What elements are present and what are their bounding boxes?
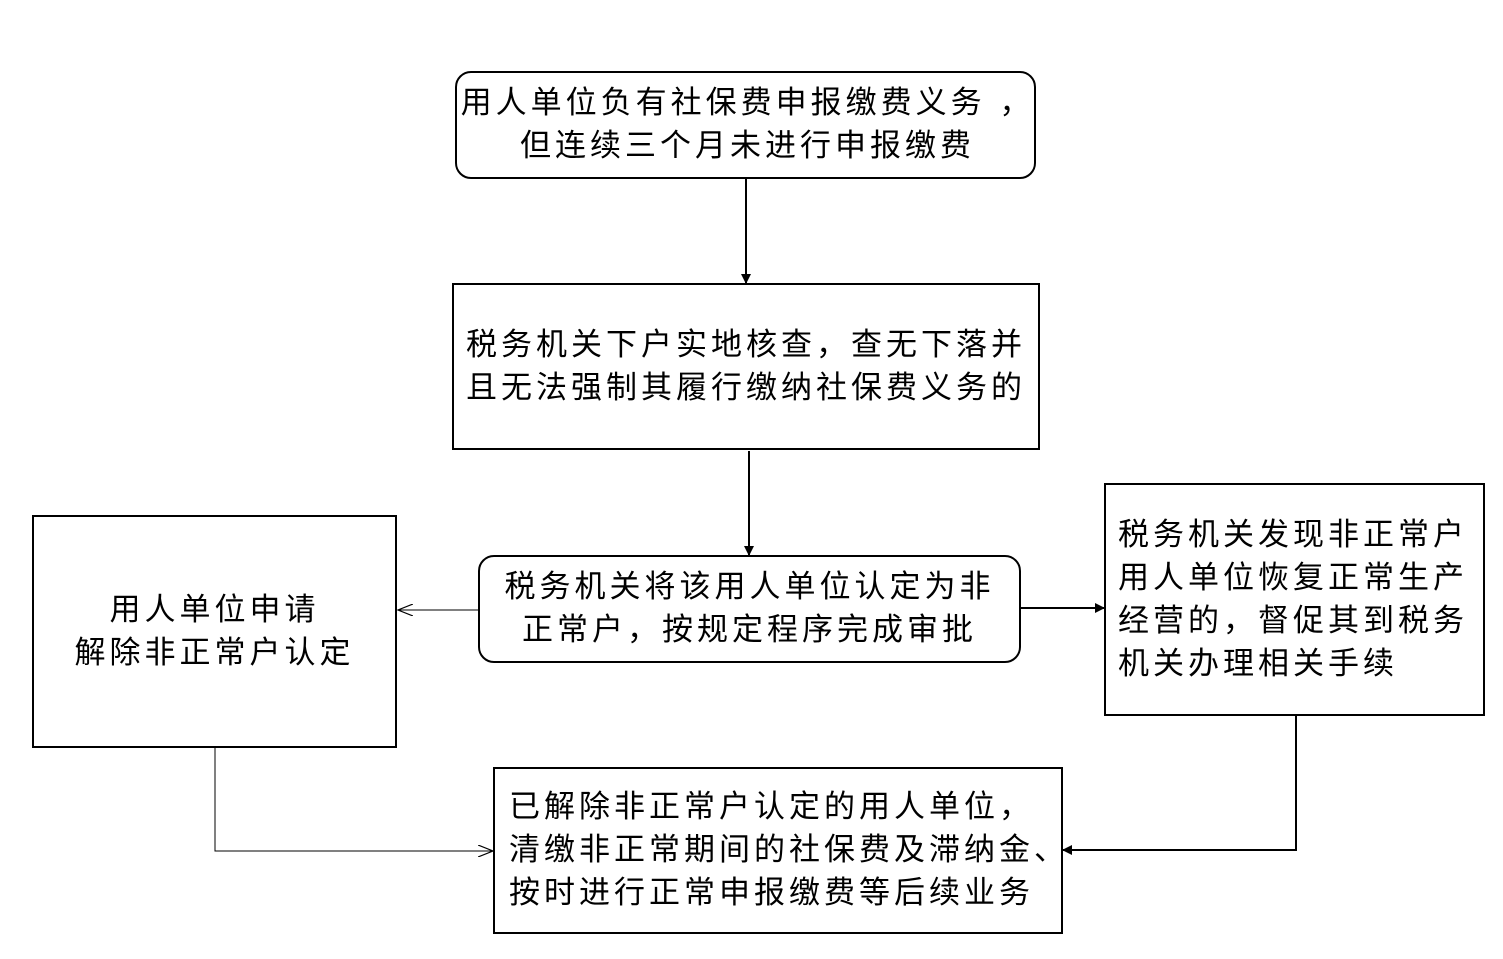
node-follow-up-text: 已解除非正常户认定的用人单位， 清缴非正常期间的社保费及滞纳金、 按时进行正常申… [495, 786, 1069, 915]
node-text-line: 税务机关发现非正常户 [1118, 516, 1468, 553]
node-text-line: 用人单位申请 [109, 591, 320, 628]
node-text-line: 解除非正常户认定 [74, 634, 355, 671]
arrow-resume-operations-to-follow-up [1062, 716, 1297, 855]
node-inspection-text: 税务机关下户实地核查，查无下落并 且无法强制其履行缴纳社保费义务的 [454, 324, 1038, 410]
node-follow-up-business: 已解除非正常户认定的用人单位， 清缴非正常期间的社保费及滞纳金、 按时进行正常申… [493, 767, 1065, 934]
node-text-line: 已解除非正常户认定的用人单位， [509, 789, 1034, 825]
node-text-line: 用人单位恢复正常生产 [1118, 559, 1468, 596]
node-start-text: 用人单位负有社保费申报缴费义务 ， 但连续三个月未进行申报缴费 [457, 82, 1035, 168]
node-apply-removal-text: 用人单位申请 解除非正常户认定 [34, 589, 395, 675]
node-start-obligation: 用人单位负有社保费申报缴费义务 ， 但连续三个月未进行申报缴费 [455, 71, 1036, 179]
node-text-line: 按时进行正常申报缴费等后续业务 [509, 875, 1034, 911]
node-text-line: 正常户，按规定程序完成审批 [522, 612, 977, 648]
node-abnormal-designation: 税务机关将该用人单位认定为非 正常户，按规定程序完成审批 [478, 555, 1021, 663]
node-designation-text: 税务机关将该用人单位认定为非 正常户，按规定程序完成审批 [480, 566, 1019, 652]
node-text-line: 且无法强制其履行缴纳社保费义务的 [466, 369, 1026, 406]
arrow-apply-removal-to-follow-up [214, 748, 493, 851]
node-text-line: 税务机关将该用人单位认定为非 [504, 569, 995, 605]
node-text-line: 机关办理相关手续 [1118, 645, 1398, 682]
node-text-line: 经营的，督促其到税务 [1118, 602, 1468, 639]
node-resume-operations-text: 税务机关发现非正常户 用人单位恢复正常生产 经营的，督促其到税务 机关办理相关手… [1106, 514, 1483, 686]
node-text-line: 用人单位负有社保费申报缴费义务 ， [460, 85, 1035, 121]
node-apply-removal: 用人单位申请 解除非正常户认定 [32, 515, 397, 748]
node-onsite-inspection: 税务机关下户实地核查，查无下落并 且无法强制其履行缴纳社保费义务的 [452, 283, 1040, 450]
node-text-line: 清缴非正常期间的社保费及滞纳金、 [509, 832, 1069, 868]
node-text-line: 税务机关下户实地核查，查无下落并 [466, 326, 1026, 363]
node-resume-operations: 税务机关发现非正常户 用人单位恢复正常生产 经营的，督促其到税务 机关办理相关手… [1104, 483, 1485, 716]
node-text-line: 但连续三个月未进行申报缴费 [520, 128, 975, 164]
